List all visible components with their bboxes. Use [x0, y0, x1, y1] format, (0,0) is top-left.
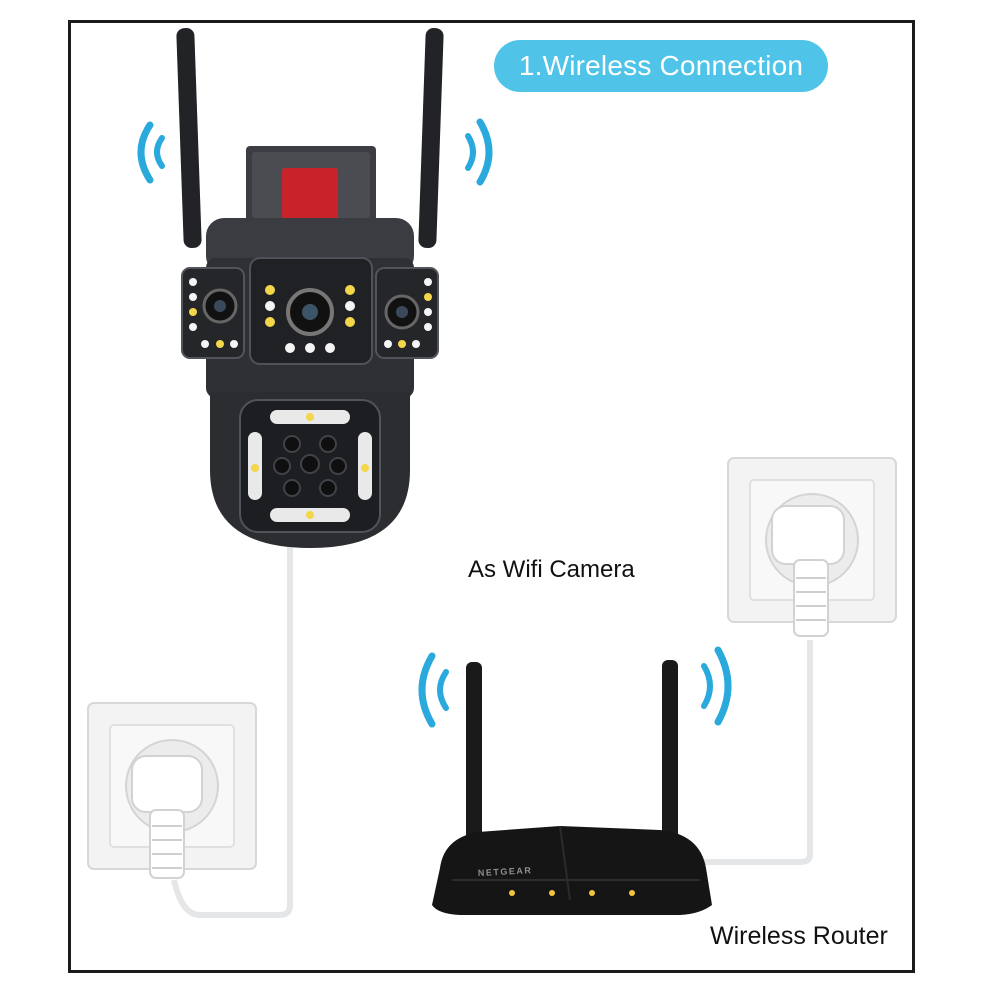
- router-cable: [700, 640, 810, 862]
- wifi-wave-icon: [141, 125, 162, 180]
- antenna-icon: [662, 660, 678, 846]
- wifi-camera: [176, 28, 444, 548]
- router-caption: Wireless Router: [710, 922, 888, 951]
- wifi-wave-icon: [422, 656, 446, 724]
- wifi-wave-icon: [468, 122, 489, 182]
- antenna-icon: [176, 28, 202, 248]
- camera-caption: As Wifi Camera: [468, 556, 635, 584]
- antenna-icon: [418, 28, 444, 248]
- antenna-icon: [466, 662, 482, 852]
- wireless-router: NETGEAR: [432, 660, 712, 915]
- wifi-wave-icon: [704, 650, 728, 722]
